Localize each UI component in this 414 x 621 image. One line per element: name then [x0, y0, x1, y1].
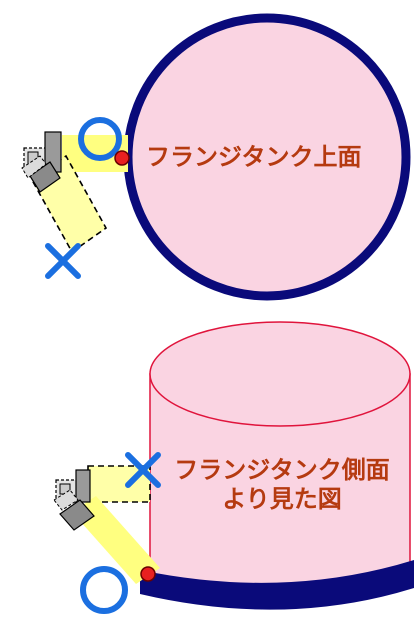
contact-point-top	[114, 150, 130, 166]
marker-circle-side	[80, 566, 128, 614]
arm-top-solid	[62, 135, 128, 172]
marker-cross-top	[45, 243, 81, 279]
robot-head-top-icon	[21, 131, 62, 193]
contact-point-side	[140, 566, 156, 582]
marker-circle-top	[78, 117, 122, 161]
side-view-label-line1: フランジタンク側面	[174, 456, 390, 484]
side-view-label-line2: より見た図	[222, 484, 342, 513]
side-view-label: フランジタンク側面 より見た図	[150, 456, 414, 514]
top-view-label: フランジタンク上面	[146, 143, 362, 171]
robot-head-side-icon	[53, 469, 95, 531]
marker-cross-side	[125, 452, 161, 488]
tank-side-rim	[140, 560, 414, 610]
arm-side-solid	[72, 496, 160, 584]
tank-side-top-ellipse	[149, 321, 411, 427]
